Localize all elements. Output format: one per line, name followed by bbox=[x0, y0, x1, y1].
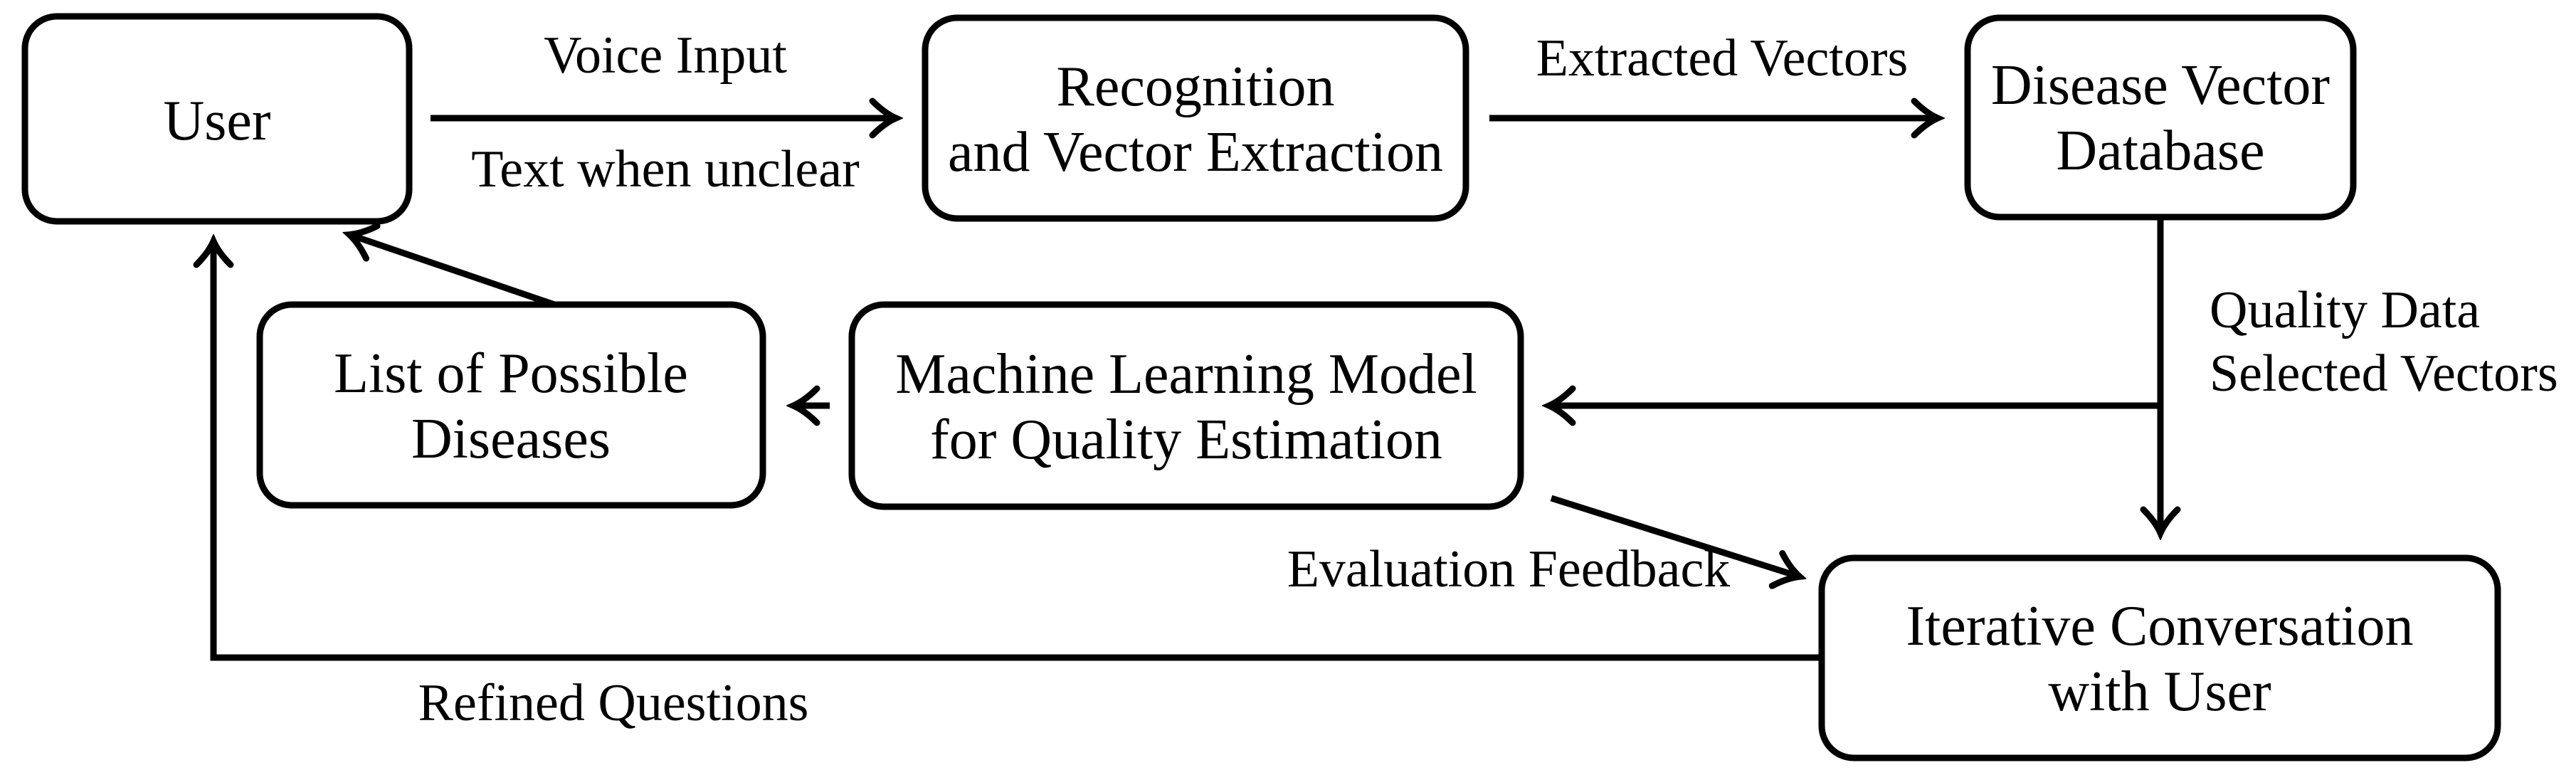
node-ml-model: Machine Learning Model for Quality Estim… bbox=[848, 301, 1524, 510]
label-voice-input: Voice Input bbox=[544, 26, 787, 85]
arrow-ml-model-to-conversation bbox=[1550, 495, 1799, 576]
label-selected-vectors: Selected Vectors bbox=[2210, 344, 2558, 403]
possible-diseases-label-line1: List of Possible bbox=[334, 342, 688, 405]
disease-db-label-line2: Database bbox=[2056, 120, 2264, 182]
disease-db-label-line1: Disease Vector bbox=[1991, 54, 2330, 117]
node-user: User bbox=[21, 13, 413, 225]
iterative-conversation-box bbox=[1818, 554, 2501, 761]
edges bbox=[213, 118, 2160, 661]
edge-labels: Voice Input Text when unclear Extracted … bbox=[418, 26, 2558, 732]
node-list-of-possible-diseases: List of Possible Diseases bbox=[256, 301, 766, 509]
user-label: User bbox=[163, 90, 270, 152]
ml-model-box bbox=[848, 301, 1524, 510]
arrow-conversation-to-user bbox=[213, 242, 1822, 661]
diagram-root: User Recognition and Vector Extraction D… bbox=[21, 13, 2558, 761]
iterative-conversation-label-line2: with User bbox=[2048, 660, 2271, 723]
disease-vector-database-box bbox=[1964, 14, 2357, 221]
label-refined-questions: Refined Questions bbox=[418, 674, 809, 732]
node-disease-vector-database: Disease Vector Database bbox=[1964, 14, 2357, 221]
recognition-label-line1: Recognition bbox=[1056, 56, 1334, 118]
arrow-diseases-list-to-user bbox=[350, 235, 560, 310]
ml-model-label-line1: Machine Learning Model bbox=[895, 343, 1477, 406]
ml-model-label-line2: for Quality Estimation bbox=[930, 408, 1442, 471]
recognition-label-line2: and Vector Extraction bbox=[948, 121, 1443, 184]
recognition-box bbox=[922, 14, 1469, 222]
user-box bbox=[21, 13, 413, 225]
label-extracted-vectors: Extracted Vectors bbox=[1536, 29, 1909, 88]
label-text-when-unclear: Text when unclear bbox=[471, 140, 859, 199]
node-iterative-conversation: Iterative Conversation with User bbox=[1818, 554, 2501, 761]
iterative-conversation-label-line1: Iterative Conversation bbox=[1906, 595, 2413, 658]
possible-diseases-label-line2: Diseases bbox=[411, 408, 611, 470]
possible-diseases-box bbox=[256, 301, 766, 509]
node-recognition: Recognition and Vector Extraction bbox=[922, 14, 1469, 222]
label-evaluation-feedback: Evaluation Feedback bbox=[1287, 540, 1731, 599]
label-quality-data: Quality Data bbox=[2210, 281, 2480, 339]
